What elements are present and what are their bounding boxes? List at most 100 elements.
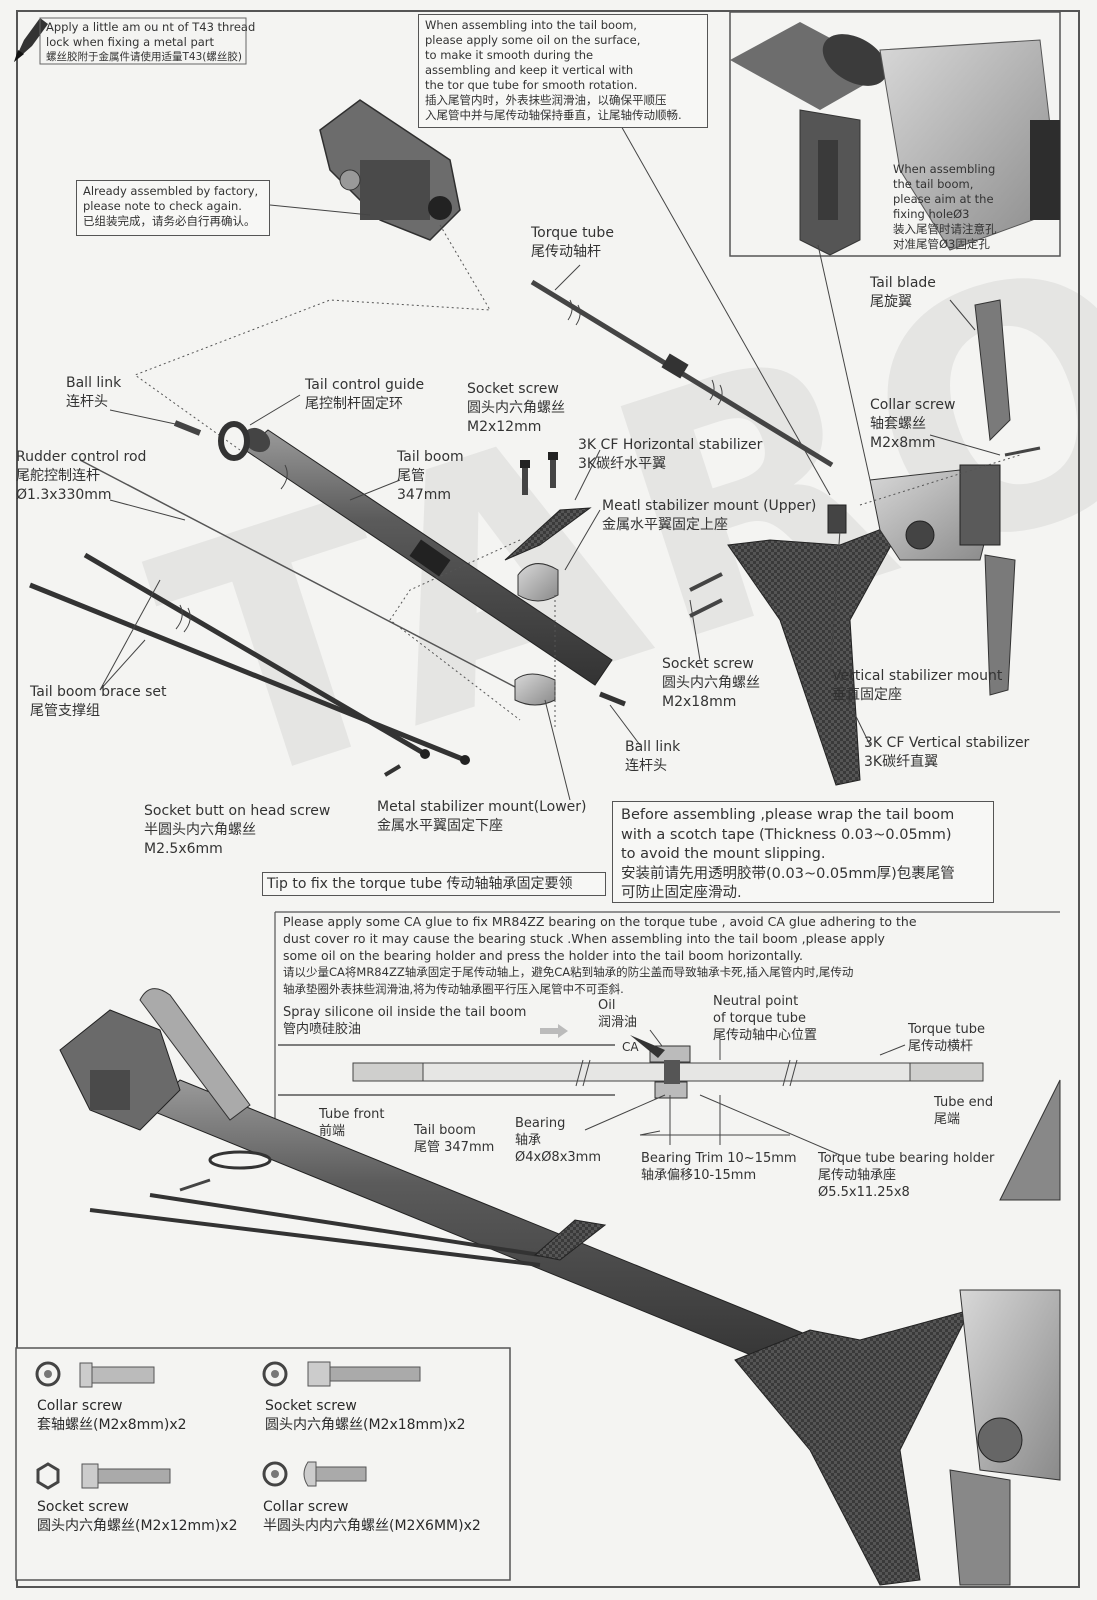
assembly-note-line-zh-2: 入尾管中并与尾传动轴保持垂直，让尾轴传动顺畅. xyxy=(425,108,682,122)
hardware-socket-screw-12: Socket screw 圆头内六角螺丝(M2x12mm)x2 xyxy=(37,1498,237,1536)
label-vertical-stabilizer: 3K CF Vertical stabilizer 3K碳纤直翼 xyxy=(864,734,1029,772)
label-text: 3K CF Vertical stabilizer xyxy=(864,735,1030,751)
label-text: 3K CF Horizontal stabilizer xyxy=(578,437,763,453)
label-text: Collar screw xyxy=(870,397,956,413)
hardware-desc: 半圆头内内六角螺丝(M2X6MM)x2 xyxy=(263,1518,481,1534)
tip-cross-section xyxy=(278,1024,984,1156)
label-socket-screw-12: Socket screw 圆头内六角螺丝 M2x12mm xyxy=(467,380,565,437)
glue-note: Please apply some CA glue to fix MR84ZZ … xyxy=(283,913,917,998)
vertical-mount-drawing xyxy=(827,504,847,534)
hardware-name: Socket screw xyxy=(37,1499,129,1515)
upper-mount-drawing xyxy=(517,563,559,602)
wrap-note-line-2: with a scotch tape (Thickness 0.03~0.05m… xyxy=(621,826,952,843)
label-text-zh: 垂直固定座 xyxy=(832,687,902,703)
inset-note-line-zh-2: 对准尾管Ø3固定孔 xyxy=(893,237,990,251)
label-text: Meatl stabilizer mount (Upper) xyxy=(602,498,817,514)
tip-label-bearing: Bearing 轴承 Ø4xØ8x3mm xyxy=(515,1115,601,1166)
label-mount-lower: Metal stabilizer mount(Lower) 金属水平翼固定下座 xyxy=(377,798,587,836)
tail-boom-leader xyxy=(349,479,401,501)
label-text: Socket butt on head screw xyxy=(144,803,331,819)
label-size: Ø5.5x11.25x8 xyxy=(818,1185,910,1200)
assembly-note: When assembling into the tail boom, plea… xyxy=(418,14,708,128)
tip-label-ca: CA xyxy=(622,1040,639,1054)
label-tail-boom: Tail boom 尾管 347mm xyxy=(397,448,464,505)
assembly-note-line-3: to make it smooth during the xyxy=(425,48,594,62)
inset-tube-drawing xyxy=(730,22,1061,256)
hardware-name: Socket screw xyxy=(265,1398,357,1414)
tail-blade-top-drawing xyxy=(974,299,1011,442)
wrap-note-line-zh-2: 可防止固定座滑动. xyxy=(621,885,742,901)
label-text-zh: 尾传动轴杆 xyxy=(531,244,601,260)
label-size: M2x12mm xyxy=(467,419,542,435)
wrap-note-line-zh-1: 安装前请先用透明胶带(0.03~0.05mm厚)包裹尾管 xyxy=(621,865,955,882)
page-frame xyxy=(16,10,1080,1588)
tip-label-torque-tube: Torque tube 尾传动横杆 xyxy=(908,1021,985,1055)
torque-tube-drawing xyxy=(530,279,834,468)
label-tail-blade: Tail blade 尾旋翼 xyxy=(870,274,936,312)
label-text: Vertical stabilizer mount xyxy=(832,668,1003,684)
label-vertical-mount: Vertical stabilizer mount 垂直固定座 xyxy=(832,667,1002,705)
glue-note-line-3: some oil on the bearing holder and press… xyxy=(283,948,804,963)
glue-note-line-zh-2: 轴承垫圈外表抹些润滑油,将为传动轴承圈平行压入尾管中不可歪斜. xyxy=(283,982,624,996)
assembly-note-line-2: please apply some oil on the surface, xyxy=(425,33,641,47)
label-size: 347mm xyxy=(397,487,451,503)
label-text-zh: 金属水平翼固定上座 xyxy=(602,517,728,533)
socket-screw-18-icon xyxy=(262,1361,421,1387)
factory-note-line-2: please note to check again. xyxy=(83,199,242,213)
tail-control-guide-drawing xyxy=(218,421,250,461)
label-text-zh: 轴承 xyxy=(515,1133,542,1148)
assembly-note-line-4: assembling and keep it vertical with xyxy=(425,63,634,77)
label-horizontal-stabilizer: 3K CF Horizontal stabilizer 3K碳纤水平翼 xyxy=(578,436,762,474)
inset-note-line-3: please aim at the xyxy=(893,192,994,206)
label-text-zh: 圆头内六角螺丝 xyxy=(662,675,760,691)
collar-screw-6-icon xyxy=(262,1461,367,1487)
label-text: Torque tube bearing holder xyxy=(818,1151,995,1166)
inset-note-line-1: When assembling xyxy=(893,162,996,176)
label-text: Tail control guide xyxy=(305,377,425,393)
label-socket-screw-18: Socket screw 圆头内六角螺丝 M2x18mm xyxy=(662,655,760,712)
label-torque-tube: Torque tube 尾传动轴杆 xyxy=(531,224,614,262)
rudder-rod-drawing xyxy=(79,459,541,701)
label-text: Tube end xyxy=(934,1095,994,1110)
label-text-zh: 连杆头 xyxy=(66,394,108,410)
hardware-name: Collar screw xyxy=(37,1398,123,1414)
wrap-note-line-3: to avoid the mount slipping. xyxy=(621,846,826,862)
collar-screw-8-icon xyxy=(35,1361,155,1388)
glue-note-line-zh-1: 请以少量CA将MR84ZZ轴承固定于尾传动轴上，避免CA粘到轴承的防尘盖而导致轴… xyxy=(283,965,854,979)
hardware-socket-screw-18: Socket screw 圆头内六角螺丝(M2x18mm)x2 xyxy=(265,1397,465,1435)
hardware-desc: 圆头内六角螺丝(M2x12mm)x2 xyxy=(37,1518,238,1534)
label-text: Torque tube xyxy=(908,1022,986,1037)
tip-label-tube-front: Tube front 前端 xyxy=(319,1106,385,1140)
tip-label-oil: Oil 润滑油 xyxy=(598,997,637,1031)
assembly-note-leader xyxy=(619,123,831,496)
label-text-zh: 尾传动轴中心位置 xyxy=(713,1028,818,1043)
tail-gearbox-drawing xyxy=(319,99,461,241)
tip-title-text: Tip to fix the torque tube 传动轴轴承固定要领 xyxy=(267,876,573,892)
warning-line-zh: 螺丝胶附于金属件请使用适量T43(螺丝胶) xyxy=(46,51,242,63)
label-text-zh: 管内喷硅胶油 xyxy=(283,1022,362,1037)
warning-note-border xyxy=(39,17,247,65)
label-size: M2.5x6mm xyxy=(144,841,223,857)
inset-note: When assembling the tail boom, please ai… xyxy=(893,162,997,252)
tip-label-tube-end: Tube end 尾端 xyxy=(934,1094,993,1128)
tip-label-holder: Torque tube bearing holder 尾传动轴承座 Ø5.5x1… xyxy=(818,1150,994,1201)
vertical-stabilizer-drawing xyxy=(727,519,907,786)
warning-note: Apply a little am ou nt of T43 thread lo… xyxy=(46,20,255,65)
glue-note-line-1: Please apply some CA glue to fix MR84ZZ … xyxy=(283,914,917,929)
label-text: Tail boom brace set xyxy=(30,684,167,700)
label-text-zh: 尾舵控制连杆 xyxy=(16,468,100,484)
label-tail-control-guide: Tail control guide 尾控制杆固定环 xyxy=(305,376,424,414)
socket-screws-18-drawing xyxy=(689,572,723,618)
hardware-desc: 套轴螺丝(M2x8mm)x2 xyxy=(37,1417,187,1433)
wrap-note-line-1: Before assembling ,please wrap the tail … xyxy=(621,807,955,823)
hardware-collar-screw-6: Collar screw 半圆头内内六角螺丝(M2X6MM)x2 xyxy=(263,1498,481,1536)
label-text-zh: 尾管 347mm xyxy=(414,1140,495,1155)
inset-note-line-zh-1: 装入尾管时请注意孔 xyxy=(893,222,997,236)
tip-label-trim: Bearing Trim 10~15mm 轴承偏移10-15mm xyxy=(641,1150,797,1184)
hardware-collar-screw-8: Collar screw 套轴螺丝(M2x8mm)x2 xyxy=(37,1397,187,1435)
label-text-zh: 尾控制杆固定环 xyxy=(305,396,403,412)
hardware-name: Collar screw xyxy=(263,1499,349,1515)
tip-title: Tip to fix the torque tube 传动轴轴承固定要领 xyxy=(262,872,606,896)
label-text-zh: 尾端 xyxy=(934,1112,961,1127)
label-text-zh: 尾管 xyxy=(397,468,425,484)
